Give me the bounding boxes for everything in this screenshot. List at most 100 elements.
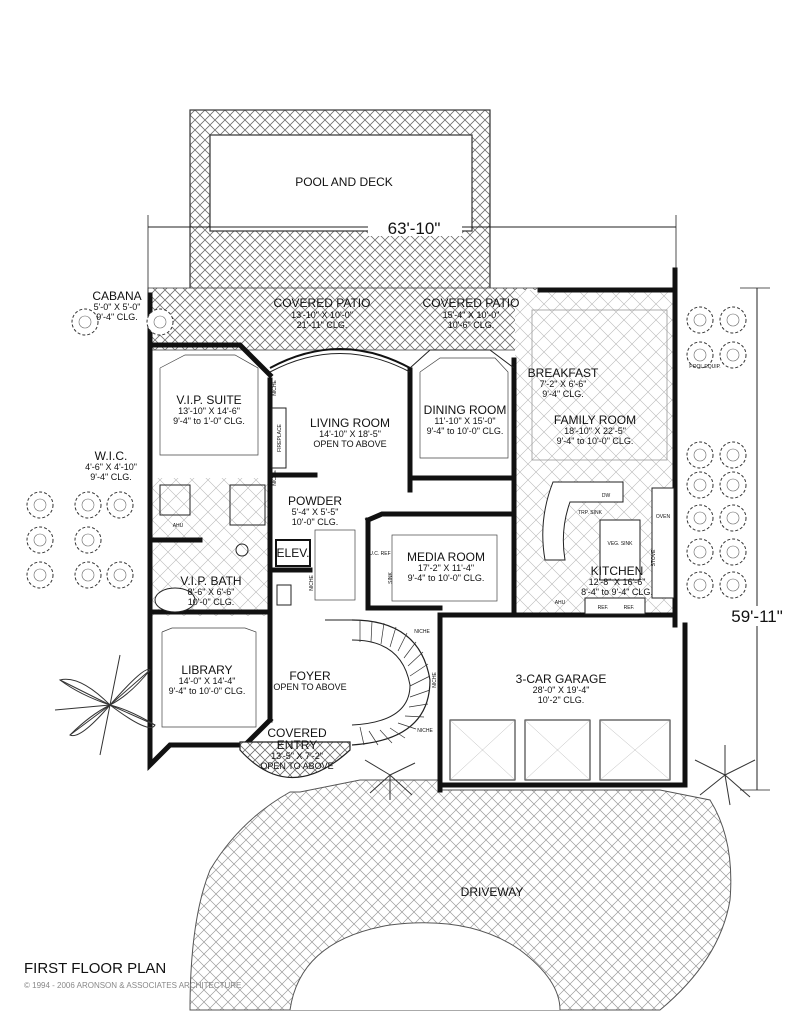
stove-label: STOVE xyxy=(651,549,657,567)
copyright-notice: © 1994 - 2006 ARONSON & ASSOCIATES ARCHI… xyxy=(24,981,241,990)
shrub-center xyxy=(726,313,740,327)
media-room-size: 17'-2" X 11'-4" xyxy=(418,563,474,573)
shrub xyxy=(719,571,747,599)
trp-sink-label: TRP. SINK xyxy=(578,510,602,516)
shrub-center xyxy=(693,478,707,492)
wic-size: 4'-6" X 4'-10" xyxy=(85,462,137,472)
elevator-label: ELEV. xyxy=(277,546,310,560)
bath-fixtures xyxy=(154,484,292,613)
shrub xyxy=(719,471,747,499)
family-room-name: FAMILY ROOM xyxy=(554,413,636,427)
shrub-center xyxy=(726,478,740,492)
uc-ref-label: U.C. REF xyxy=(369,551,390,557)
width-dimension: 63'-10" xyxy=(388,219,441,238)
wic-clg: 9'-4" CLG. xyxy=(90,472,131,482)
kitchen-name: KITCHEN xyxy=(591,564,644,578)
shrub xyxy=(106,491,134,519)
shrub xyxy=(74,561,102,589)
fireplace-label: FIREPLACE xyxy=(277,423,283,451)
entry-size: 13'-5" X 7'-2" xyxy=(271,751,323,761)
driveway-area xyxy=(189,779,732,1011)
patio-right-size: 15'-4" X 10'-0" xyxy=(443,310,500,320)
shrub-center xyxy=(81,498,95,512)
shrub xyxy=(686,571,714,599)
cabana-name: CABANA xyxy=(92,289,141,303)
living-room-size: 14'-10" X 18'-5" xyxy=(319,429,381,439)
family-room-size: 18'-10" X 22'-5" xyxy=(564,426,626,436)
entry-clg: OPEN TO ABOVE xyxy=(260,761,333,771)
vip-suite-inner xyxy=(159,354,259,456)
vip-bath-size: 8'-6" X 6'-6" xyxy=(188,587,235,597)
curved-staircase xyxy=(325,619,431,746)
library-name: LIBRARY xyxy=(181,663,232,677)
garage-doors xyxy=(449,719,671,781)
niche-label-4: NICHE xyxy=(414,629,430,635)
family-room-floor xyxy=(515,290,675,615)
shrub xyxy=(719,441,747,469)
shrub-center xyxy=(78,315,92,329)
entry-name-line1: COVERED xyxy=(267,726,327,740)
shrub-center xyxy=(81,568,95,582)
vip-suite-size: 13'-10" X 14'-6" xyxy=(178,406,240,416)
ref-label-2: REF. xyxy=(624,605,635,611)
pool-deck xyxy=(189,109,491,291)
oven-label: OVEN xyxy=(656,514,671,520)
garage-clg: 10'-2" CLG. xyxy=(538,695,584,705)
garage-name: 3-CAR GARAGE xyxy=(516,672,607,686)
vip-bath-clg: 10'-0" CLG. xyxy=(188,597,234,607)
patio-left-clg: 21'-11" CLG. xyxy=(297,320,348,330)
shrub-center xyxy=(726,348,740,362)
shrub xyxy=(74,491,102,519)
shrub xyxy=(106,561,134,589)
shrub xyxy=(146,308,174,336)
shrub-center xyxy=(693,511,707,525)
wic-name: W.I.C. xyxy=(95,449,128,463)
shrub-center xyxy=(693,348,707,362)
entry-porch xyxy=(239,741,351,779)
fireplace xyxy=(271,407,287,469)
patio-right-clg: 10'-6" CLG. xyxy=(448,320,494,330)
niche-label-1: NICHE xyxy=(272,380,278,396)
pool-equip-label: POOL EQUIP. xyxy=(689,364,720,370)
shrub xyxy=(74,526,102,554)
shrub xyxy=(686,306,714,334)
cabana-size: 5'-0" X 5'-0" xyxy=(94,302,141,312)
living-room-clg: OPEN TO ABOVE xyxy=(313,439,386,449)
niche-label-6: NICHE xyxy=(417,728,433,734)
kitchen-island xyxy=(542,481,675,615)
patio-right-name: COVERED PATIO xyxy=(423,296,520,310)
shrub xyxy=(686,441,714,469)
ref-label-1: REF. xyxy=(598,605,609,611)
shrub xyxy=(26,491,54,519)
niche-label-2: NICHE xyxy=(272,470,278,486)
shrub-center xyxy=(693,313,707,327)
shrub xyxy=(71,308,99,336)
shrub xyxy=(686,471,714,499)
kitchen-size: 12'-8" X 16'-6" xyxy=(589,577,646,587)
dining-room-name: DINING ROOM xyxy=(424,403,507,417)
kitchen-clg: 8'-4" to 9'-4" CLG. xyxy=(581,587,653,597)
plan-title: FIRST FLOOR PLAN xyxy=(24,960,166,977)
shrub-center xyxy=(693,448,707,462)
shrub-center xyxy=(33,498,47,512)
patio-left-size: 13'-10" X 10'-0" xyxy=(291,310,353,320)
shrub xyxy=(686,341,714,369)
shrub-center xyxy=(33,533,47,547)
media-room-clg: 9'-4" to 10'-0" CLG. xyxy=(408,573,485,583)
shrub-center xyxy=(726,448,740,462)
powder-clg: 10'-0" CLG. xyxy=(292,517,338,527)
niche-label-3: NICHE xyxy=(309,575,315,591)
shrub xyxy=(26,561,54,589)
walls xyxy=(147,267,688,793)
shrub xyxy=(26,526,54,554)
driveway-label: DRIVEWAY xyxy=(461,885,524,899)
shrub-center xyxy=(726,545,740,559)
dining-room-clg: 9'-4" to 10'-0" CLG. xyxy=(427,426,504,436)
shrub-center xyxy=(726,511,740,525)
library-clg: 9'-4" to 10'-0" CLG. xyxy=(169,686,246,696)
shrub xyxy=(686,538,714,566)
living-room-name: LIVING ROOM xyxy=(310,416,390,430)
shrub xyxy=(719,306,747,334)
cabana-clg: 9'-4" CLG. xyxy=(96,312,137,322)
